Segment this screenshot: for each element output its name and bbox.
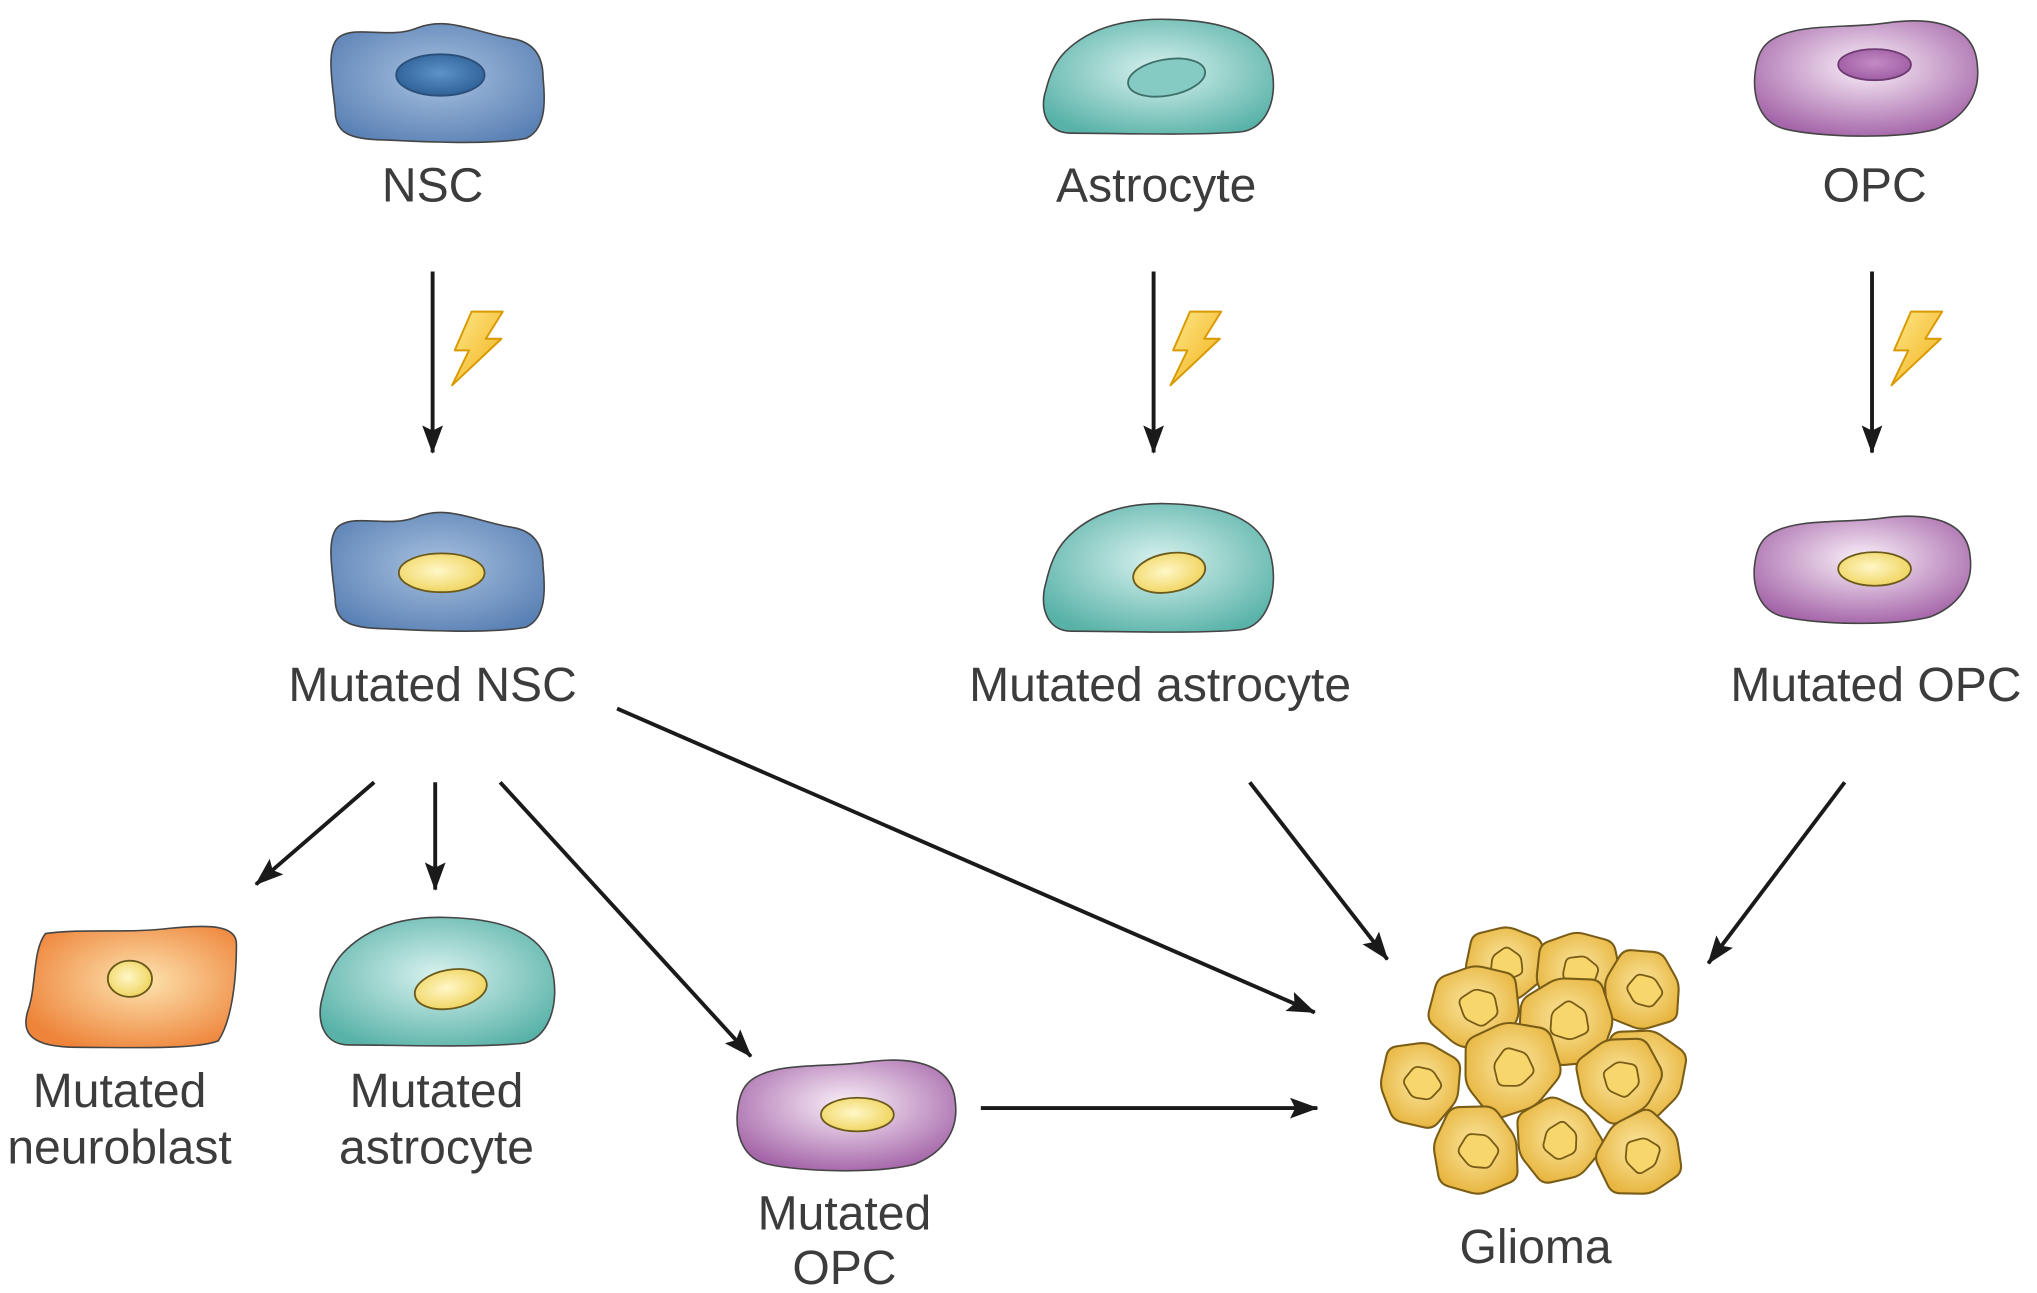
label-mutated-nsc: Mutated NSC [288,659,576,712]
glioma-cell-nucleus [1542,1120,1578,1160]
label-glioma: Glioma [1459,1221,1612,1274]
astrocyte-nucleus [1127,57,1207,98]
mutated-neuroblast-group: Mutated neuroblast [7,925,238,1175]
arrow-mutated-nsc-to-opc [498,780,753,1058]
progeny-opc-group: Mutated OPC [736,1059,957,1293]
mutated-nucleus [1837,551,1912,587]
opc-group: OPC [1753,19,1979,213]
arrow-mutated-opc-to-glioma [1706,781,1847,965]
label-mutated-astrocyte: Mutated astrocyte [969,659,1351,712]
mutated-nsc-group: Mutated NSC [288,511,577,712]
arrow-mutated-nsc-to-glioma [616,706,1316,1015]
opc-nucleus [1837,48,1912,82]
label-astrocyte: Astrocyte [1056,160,1256,213]
glioma-cell-nucleus [1624,1137,1661,1175]
mutated-nucleus [1132,551,1207,594]
label-mutated-neuroblast-line1: Mutated [33,1065,207,1118]
arrow-mutated-astrocyte-to-glioma [1248,781,1389,961]
mutated-opc-group: Mutated OPC [1730,515,2021,712]
mutated-nucleus [106,959,153,998]
glioma-cluster [1380,926,1688,1195]
glioma-cell-nucleus [1493,1047,1535,1087]
label-mutated-neuroblast-line2: neuroblast [7,1122,231,1175]
label-nsc: NSC [382,160,483,213]
astrocyte-group: Astrocyte [1042,18,1275,213]
label-progeny-astrocyte-line2: astrocyte [339,1122,534,1175]
lightning-bolt-icon [1169,310,1223,387]
nsc-nucleus [395,53,486,97]
glioma-cell-nucleus [1626,973,1664,1008]
glioma-cell-nucleus [1458,988,1499,1027]
nsc-group: NSC [329,22,546,213]
lightning-bolt-icon [451,310,504,387]
lightning-bolt-icon [1890,310,1944,387]
label-mutated-opc: Mutated OPC [1730,659,2021,712]
mutated-astrocyte-group: Mutated astrocyte [969,502,1351,712]
arrow-mutated-nsc-to-neuroblast [254,780,376,886]
glioma-cell-nucleus [1602,1061,1640,1098]
label-progeny-astrocyte-line1: Mutated [350,1065,524,1118]
progeny-astrocyte-group: Mutated astrocyte [318,916,556,1175]
mutated-nucleus [413,968,488,1011]
label-progeny-opc-line2: OPC [792,1242,896,1293]
glioma-cell-nucleus [1549,1000,1590,1041]
glioma-cell-nucleus [1457,1133,1500,1169]
label-opc: OPC [1823,160,1927,213]
mutated-nucleus [397,552,486,594]
glioma-cell-nucleus [1403,1065,1443,1101]
mutated-nucleus [820,1096,895,1133]
label-progeny-opc-line1: Mutated [758,1188,932,1241]
